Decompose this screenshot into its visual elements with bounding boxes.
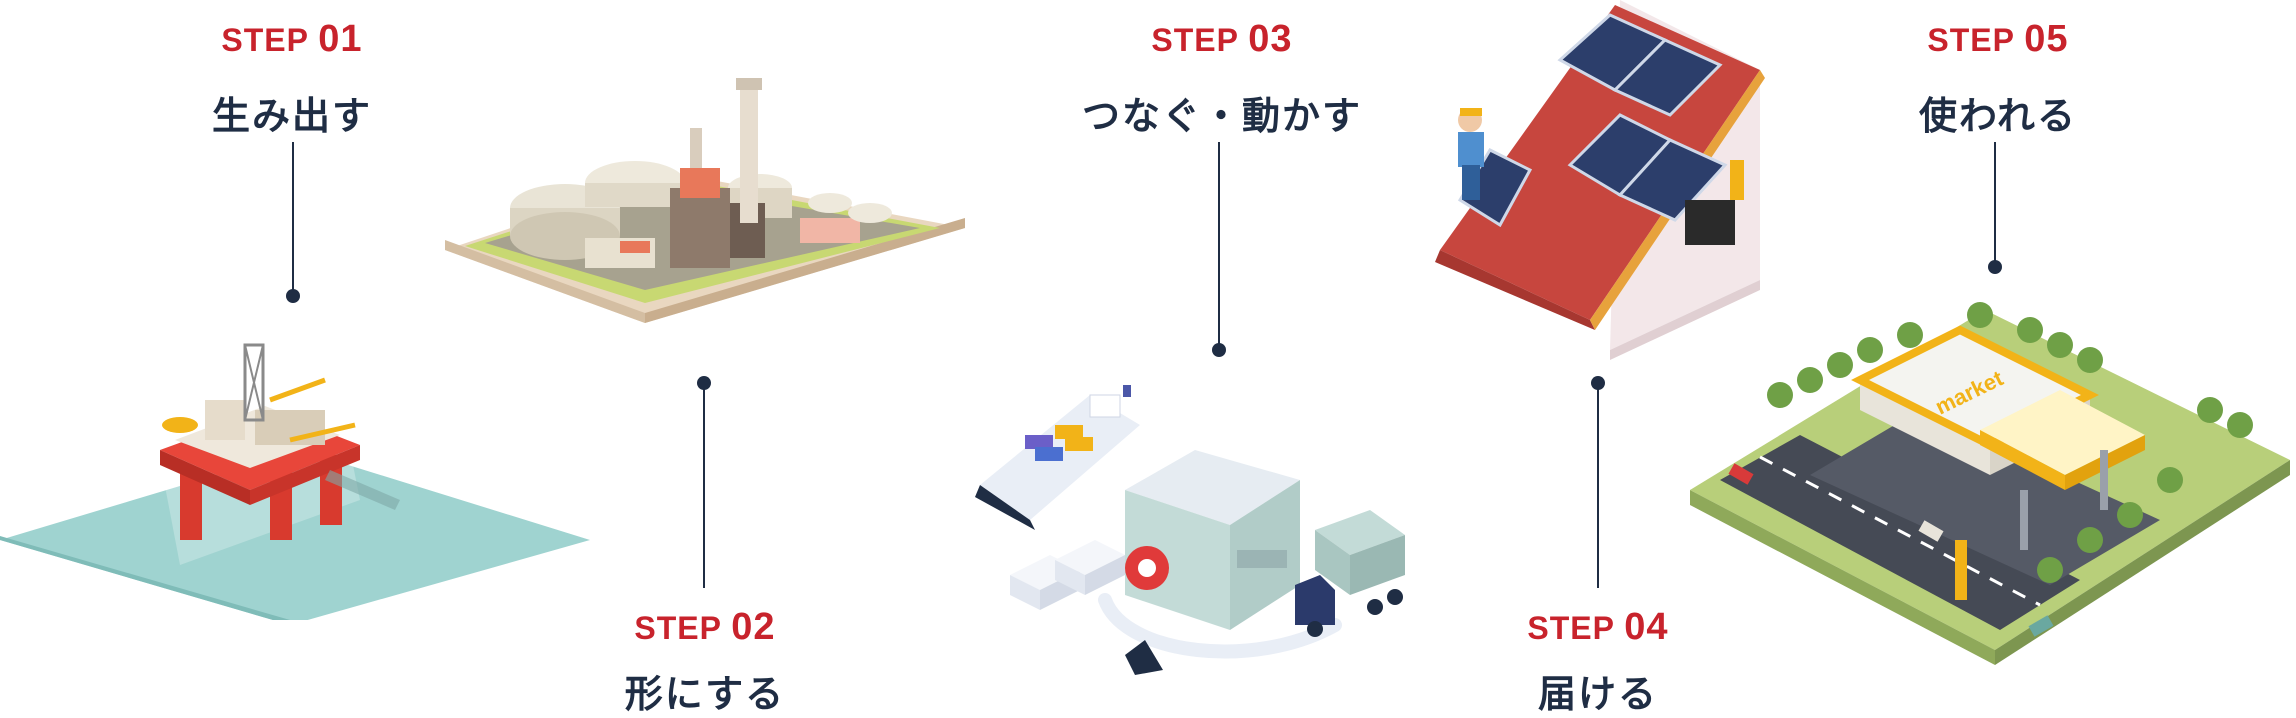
step-05-dot	[1988, 260, 2002, 274]
step-05-label: STEP 05	[1927, 18, 2069, 60]
step-03: STEP 03 つなぐ・動かす	[1042, 18, 1402, 140]
step-02-title: 形にする	[624, 672, 786, 716]
step-03-title: つなぐ・動かす	[1081, 94, 1362, 138]
step-01-label: STEP 01	[221, 18, 363, 60]
step-04-dot	[1591, 376, 1605, 390]
step-02-connector	[703, 384, 705, 588]
step-02-label: STEP 02	[634, 606, 776, 648]
step-03-dot	[1212, 343, 1226, 357]
step-04-label: STEP 04	[1527, 606, 1669, 648]
step-04-connector	[1597, 384, 1599, 588]
step-02: STEP 02 形にする	[525, 606, 885, 718]
step-03-label: STEP 03	[1151, 18, 1293, 60]
oil-platform-illustration	[0, 343, 590, 620]
refinery-illustration	[445, 78, 965, 323]
step-01-dot	[286, 289, 300, 303]
step-01-title: 生み出す	[211, 94, 372, 138]
gas-station-market-illustration: market	[1690, 302, 2290, 665]
step-01-connector	[292, 142, 294, 292]
step-05-connector	[1994, 142, 1996, 264]
step-05-title: 使われる	[1918, 94, 2078, 138]
solar-roof-illustration	[1435, 0, 1765, 360]
logistics-illustration	[975, 385, 1405, 675]
step-05: STEP 05 使われる	[1818, 18, 2178, 140]
step-04-title: 届ける	[1537, 672, 1658, 716]
step-03-connector	[1218, 142, 1220, 347]
step-01: STEP 01 生み出す	[112, 18, 472, 140]
step-02-dot	[697, 376, 711, 390]
